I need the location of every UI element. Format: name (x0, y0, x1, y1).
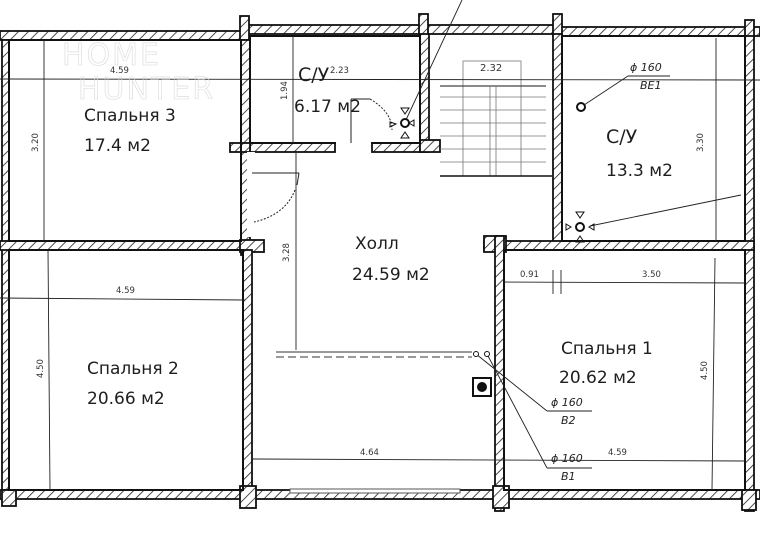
room-name-bathroom-large: С/У (606, 126, 638, 148)
vent-arrows (389, 107, 595, 243)
dim-bath-large-height: 3.30 (696, 133, 706, 152)
dim-bedroom1-width: 4.59 (608, 448, 627, 458)
room-area-bedroom-2: 20.66 м2 (87, 389, 165, 409)
vent-diameter-b1: ϕ 160 (551, 452, 583, 465)
room-area-hall: 24.59 м2 (352, 265, 430, 285)
vent-diameter-be1: ϕ 160 (630, 61, 662, 74)
room-name-bedroom-3: Спальня 3 (84, 106, 176, 126)
dim-bedroom1-partial: 3.50 (642, 270, 661, 280)
dim-bedroom2-width: 4.59 (116, 286, 135, 296)
window-bottom (289, 488, 461, 494)
room-name-bedroom-2: Спальня 2 (87, 359, 179, 379)
room-outlines (8, 35, 746, 491)
staircase (440, 60, 552, 177)
room-area-bathroom-small: 6.17 м2 (294, 97, 361, 117)
dim-bath-small-width: 2.23 (330, 66, 349, 76)
dimension-lines (0, 0, 760, 491)
room-area-bathroom-large: 13.3 м2 (606, 161, 673, 181)
door-swing-hall (252, 172, 300, 223)
vent-code-be1: ВЕ1 (640, 79, 662, 92)
dim-bedroom1-offset: 0.91 (520, 270, 539, 280)
dim-bedroom1-height: 4.50 (700, 361, 710, 380)
dim-bedroom2-height: 4.50 (36, 359, 46, 378)
door-openings (247, 142, 371, 237)
room-name-bedroom-1: Спальня 1 (561, 339, 653, 359)
dim-hall-width: 4.64 (360, 448, 379, 458)
dim-bath-small-height: 1.94 (280, 81, 290, 100)
vent-leaders (475, 75, 670, 469)
room-name-bathroom-small: С/У (298, 64, 330, 86)
dim-hall-height: 3.28 (282, 243, 292, 262)
door-leaf-bath (350, 98, 393, 143)
dim-stair-width: 2.32 (480, 63, 503, 74)
vent-code-b2: В2 (561, 414, 576, 427)
watermark-home: HOME (62, 38, 162, 73)
vent-symbols (400, 102, 586, 397)
dim-bedroom3-height: 3.20 (31, 133, 41, 152)
room-area-bedroom-3: 17.4 м2 (84, 136, 151, 156)
vent-diameter-b2: ϕ 160 (551, 396, 583, 409)
room-area-bedroom-1: 20.62 м2 (559, 368, 637, 388)
hall-partition (276, 351, 472, 358)
watermark-hunter: HUNTER (78, 72, 216, 107)
room-name-hall: Холл (355, 234, 399, 254)
vent-code-b1: В1 (561, 470, 576, 483)
dim-bedroom3-width: 4.59 (110, 66, 129, 76)
